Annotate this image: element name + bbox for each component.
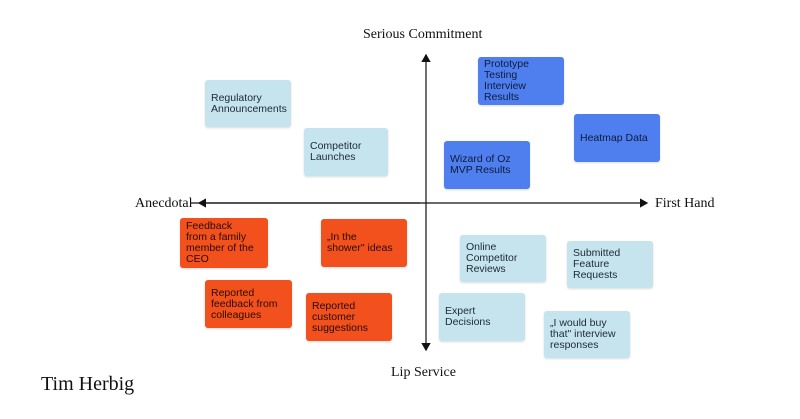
axis-label-bottom: Lip Service bbox=[391, 365, 456, 380]
card-customer-suggestions: Reported customer suggestions bbox=[306, 293, 392, 341]
card-heatmap-data: Heatmap Data bbox=[574, 114, 660, 162]
card-feature-requests: Submitted Feature Requests bbox=[567, 241, 653, 288]
card-competitor-launches: Competitor Launches bbox=[304, 128, 388, 176]
author-signature: Tim Herbig bbox=[41, 373, 135, 395]
card-expert-decisions: Expert Decisions bbox=[439, 293, 525, 341]
card-wizard-of-oz: Wizard of Oz MVP Results bbox=[444, 141, 530, 189]
card-regulatory-announcements: Regulatory Announcements bbox=[205, 80, 291, 127]
axis-label-top: Serious Commitment bbox=[363, 27, 483, 42]
card-prototype-testing: Prototype Testing Interview Results bbox=[478, 57, 564, 105]
card-colleague-feedback: Reported feedback from colleagues bbox=[205, 280, 292, 328]
card-would-buy: „I would buy that" interview responses bbox=[544, 311, 630, 358]
card-family-feedback: Feedback from a family member of the CEO bbox=[180, 218, 268, 268]
axis-label-left: Anecdotal bbox=[135, 196, 193, 211]
card-shower-ideas: „In the shower" ideas bbox=[321, 219, 407, 267]
card-online-reviews: Online Competitor Reviews bbox=[460, 235, 546, 282]
axis-label-right: First Hand bbox=[655, 196, 715, 211]
